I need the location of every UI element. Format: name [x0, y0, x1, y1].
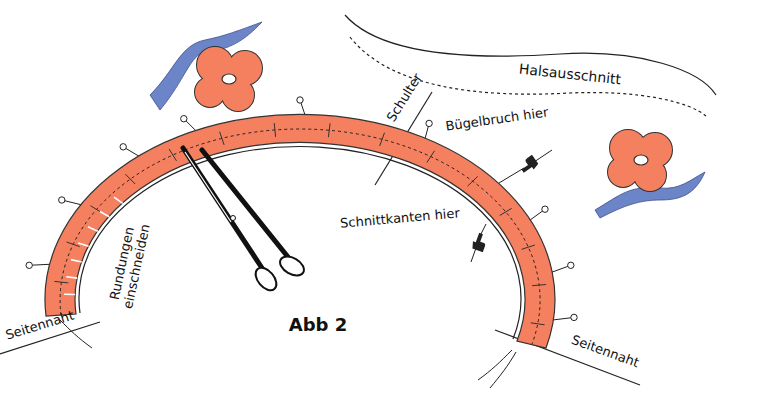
side-seam-right [495, 330, 640, 385]
tick-mark [468, 176, 478, 186]
flower-right [595, 130, 705, 218]
tick-mark [427, 151, 435, 163]
leaf [150, 22, 262, 110]
facing-band [45, 114, 555, 388]
tick-mark [67, 242, 80, 247]
pin-head [59, 197, 65, 203]
flower-left [150, 22, 262, 111]
pointer-hand [471, 224, 489, 262]
pin-head [26, 262, 32, 268]
figure-number: Abb 2 [289, 315, 348, 336]
tick-mark [125, 174, 135, 184]
snip-cut [64, 293, 75, 295]
neckline-edge [345, 15, 716, 95]
pin-head [297, 97, 303, 103]
snip-cut [71, 260, 82, 262]
tick-mark [54, 281, 68, 283]
tick-mark [274, 123, 275, 137]
tick-mark [169, 149, 176, 161]
neckline-label: Halsausschnitt [518, 61, 622, 88]
seam-label: Seitennaht [4, 309, 76, 344]
pin-head [568, 262, 574, 268]
pointer-hand [499, 150, 552, 183]
tick-mark [522, 245, 535, 249]
snip-cut [88, 227, 98, 231]
seam-label: Seitennaht [569, 333, 641, 371]
snip-cut [114, 197, 123, 203]
tick-marks [54, 123, 546, 325]
shoulder-label: Schulter [384, 71, 425, 125]
cut-edge [79, 146, 521, 339]
stitch-line [60, 129, 540, 344]
tick-mark [380, 133, 385, 146]
instruction-label: Rundungen einschneiden [106, 220, 153, 311]
scissors [183, 148, 307, 294]
cut-edge-label: Schnittkanten hier [340, 206, 461, 231]
thread-tail [490, 352, 516, 388]
band [45, 114, 555, 348]
pin-head [120, 144, 126, 150]
tick-mark [328, 123, 330, 137]
fold-label: Bügelbruch hier [445, 105, 550, 134]
thread-tail [478, 350, 512, 380]
tick-mark [532, 285, 546, 286]
pin-head [181, 116, 187, 122]
tick-mark [500, 208, 512, 215]
pin-head [426, 120, 432, 126]
pin-head [542, 206, 548, 212]
pin-head [571, 314, 577, 320]
snip-cut [78, 243, 88, 246]
tick-mark [531, 323, 545, 325]
snip-cut [66, 277, 77, 278]
snip-cut [100, 212, 109, 217]
tick-mark [220, 132, 225, 145]
